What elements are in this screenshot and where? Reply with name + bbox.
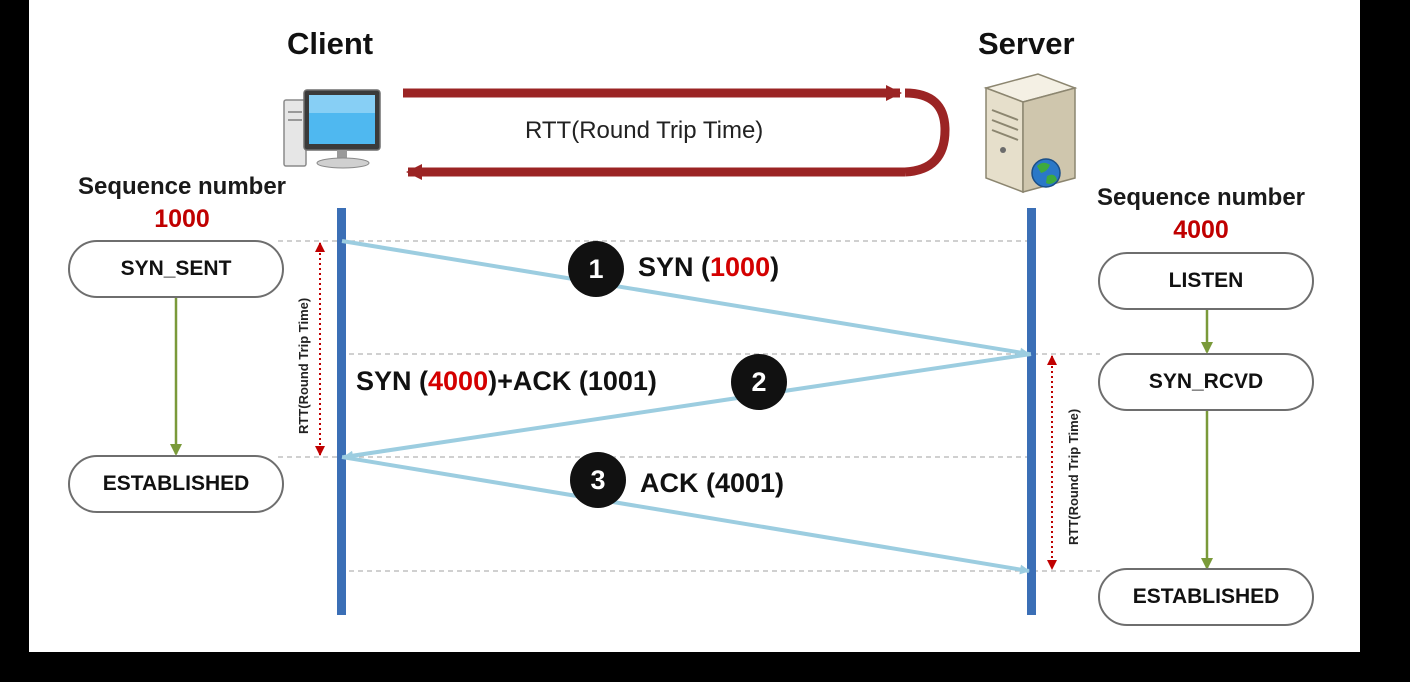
client-sequence-label: Sequence number: [77, 173, 287, 200]
step-2-label: SYN (4000)+ACK (1001): [356, 366, 657, 397]
client-state-syn-sent: SYN_SENT: [68, 240, 284, 298]
server-rtt-label: RTT(Round Trip Time): [1066, 408, 1081, 545]
client-timeline: [337, 208, 346, 615]
server-title: Server: [978, 26, 1075, 61]
step-2-seq-value: 4000: [428, 366, 489, 396]
rtt-banner-arrows: [403, 85, 950, 180]
server-sequence-label: Sequence number: [1096, 184, 1306, 211]
diagram-canvas: [29, 0, 1360, 652]
step-1-label: SYN (1000): [638, 252, 779, 283]
server-timeline: [1027, 208, 1036, 615]
step-1-text-suffix: ): [770, 252, 780, 282]
step-3-badge: 3: [570, 452, 626, 508]
client-title: Client: [287, 26, 374, 61]
step-3-label: ACK (4001): [640, 468, 785, 498]
client-rtt-label: RTT(Round Trip Time): [296, 297, 311, 434]
server-state-established: ESTABLISHED: [1098, 568, 1314, 626]
server-icon: [983, 73, 1078, 194]
guide-lines: [278, 240, 1100, 572]
step-1-text-prefix: SYN (: [638, 252, 711, 282]
client-sequence-number: 1000: [154, 205, 210, 233]
rtt-banner-label: RTT(Round Trip Time): [525, 117, 764, 144]
step-2-badge: 2: [731, 354, 787, 410]
step-1-seq-value: 1000: [710, 252, 771, 282]
step-1-badge: 1: [568, 241, 624, 297]
step-2-text-prefix: SYN (: [356, 366, 429, 396]
computer-icon: [283, 89, 381, 169]
globe-icon: [1031, 158, 1061, 188]
syn-ack-arrow: [343, 352, 1032, 461]
client-state-established: ESTABLISHED: [68, 455, 284, 513]
server-state-syn-rcvd: SYN_RCVD: [1098, 353, 1314, 411]
step-2-text-suffix: )+ACK (1001): [488, 366, 657, 396]
server-sequence-number: 4000: [1173, 216, 1229, 244]
server-state-listen: LISTEN: [1098, 252, 1314, 310]
ack-arrow: [341, 455, 1030, 575]
syn-arrow: [341, 239, 1030, 358]
